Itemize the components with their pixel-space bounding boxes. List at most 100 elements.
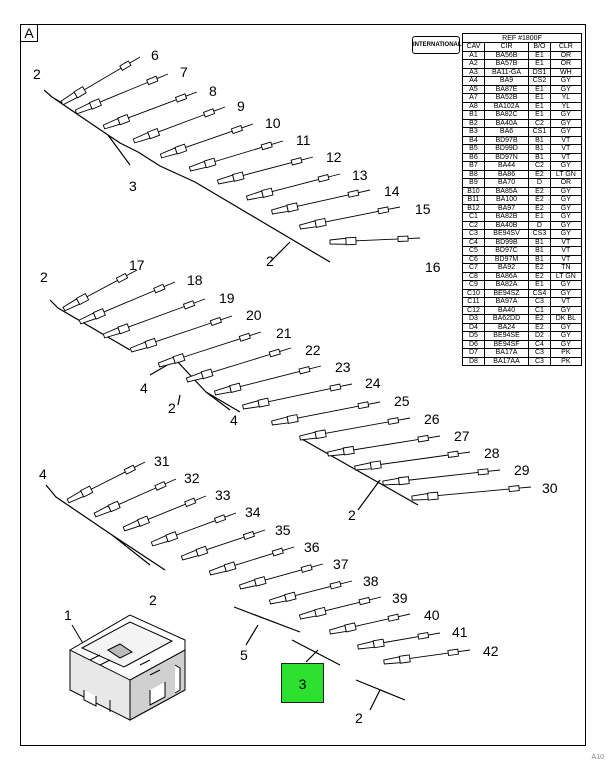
table-cell: E2 [528, 263, 551, 273]
callout-24[interactable]: 24 [365, 375, 381, 391]
table-cell: A7 [462, 93, 485, 103]
callout-25[interactable]: 25 [394, 393, 410, 409]
group-bracket [43, 89, 139, 166]
callout-31[interactable]: 31 [154, 453, 170, 469]
table-cell: VT [549, 246, 583, 256]
callout-7[interactable]: 7 [180, 64, 188, 80]
table-cell: B4 [462, 135, 485, 145]
group-brackets [43, 89, 419, 711]
callout-9[interactable]: 9 [237, 98, 245, 114]
table-cell: B1 [528, 254, 551, 264]
callout-41[interactable]: 41 [452, 624, 468, 640]
table-cell: E1 [528, 84, 551, 94]
callout-21[interactable]: 21 [276, 325, 292, 341]
callout-27[interactable]: 27 [454, 428, 470, 444]
callout-36[interactable]: 36 [304, 539, 320, 555]
callout-37[interactable]: 37 [333, 556, 349, 572]
callout-23[interactable]: 23 [335, 359, 351, 375]
terminal [382, 468, 501, 486]
table-title: REF #1800F [462, 33, 582, 43]
table-cell: BA6 [483, 127, 530, 137]
callout-13[interactable]: 13 [352, 167, 368, 183]
table-cell: B8 [462, 169, 485, 179]
table-cell: C11 [462, 297, 485, 307]
callout-34[interactable]: 34 [245, 504, 261, 520]
table-cell: B1 [528, 152, 551, 162]
terminal [354, 450, 471, 471]
callout-1[interactable]: 1 [64, 607, 72, 623]
table-cell: B1 [528, 135, 551, 145]
callout-40[interactable]: 40 [424, 607, 440, 623]
table-cell: BA102A [483, 101, 530, 111]
table-cell: BA40A [483, 118, 530, 128]
table-cell: C5 [462, 246, 485, 256]
callout-29[interactable]: 29 [514, 462, 530, 478]
callout-8[interactable]: 8 [209, 83, 217, 99]
quantity-callout[interactable]: 4 [230, 412, 238, 428]
quantity-callout[interactable]: 2 [40, 269, 48, 285]
terminal [102, 298, 206, 339]
quantity-callout[interactable]: 2 [149, 592, 157, 608]
table-cell: GY [549, 331, 583, 341]
quantity-callout[interactable]: 2 [168, 400, 176, 416]
table-cell: BE94SV [483, 229, 530, 239]
callout-14[interactable]: 14 [384, 183, 400, 199]
callout-39[interactable]: 39 [392, 590, 408, 606]
table-cell: GY [549, 288, 583, 298]
callout-17[interactable]: 17 [129, 257, 145, 273]
callout-42[interactable]: 42 [483, 643, 499, 659]
quantity-callout[interactable]: 2 [355, 710, 363, 726]
callout-11[interactable]: 11 [296, 132, 311, 148]
callout-18[interactable]: 18 [187, 272, 203, 288]
callout-12[interactable]: 12 [326, 149, 342, 165]
group-bracket [299, 437, 419, 511]
table-cell: B12 [462, 203, 485, 213]
callout-10[interactable]: 10 [265, 115, 281, 131]
quantity-callout[interactable]: 5 [240, 647, 248, 663]
table-cell: BA24 [483, 322, 530, 332]
terminal [271, 189, 371, 215]
table-cell: B10 [462, 186, 485, 196]
callout-19[interactable]: 19 [219, 290, 235, 306]
callout-33[interactable]: 33 [215, 487, 231, 503]
callout-38[interactable]: 38 [363, 573, 379, 589]
terminal [271, 401, 381, 426]
callout-22[interactable]: 22 [305, 342, 321, 358]
table-cell: GY [549, 212, 583, 222]
callout-16[interactable]: 16 [425, 259, 441, 275]
table-cell: E2 [528, 271, 551, 281]
callout-6[interactable]: 6 [151, 47, 159, 63]
quantity-callout[interactable]: 3 [129, 178, 137, 194]
quantity-callout[interactable]: 2 [266, 253, 274, 269]
callout-26[interactable]: 26 [424, 411, 440, 427]
quantity-callout[interactable]: 2 [33, 66, 41, 82]
callout-28[interactable]: 28 [484, 445, 500, 461]
callout-35[interactable]: 35 [275, 522, 291, 538]
callout-20[interactable]: 20 [246, 307, 262, 323]
terminal [299, 206, 401, 230]
table-header-cell: CLR [549, 42, 583, 52]
table-cell: D2 [528, 331, 551, 341]
callout-15[interactable]: 15 [415, 201, 431, 217]
callout-30[interactable]: 30 [542, 480, 558, 496]
table-cell: CS3 [528, 229, 551, 239]
quantity-callout[interactable]: 4 [39, 466, 47, 482]
callout-32[interactable]: 32 [184, 470, 200, 486]
quantity-callout[interactable]: 4 [140, 380, 148, 396]
table-cell: C1 [528, 305, 551, 315]
highlighted-callout-3[interactable]: 3 [281, 663, 324, 703]
quantity-callout[interactable]: 2 [348, 507, 356, 523]
